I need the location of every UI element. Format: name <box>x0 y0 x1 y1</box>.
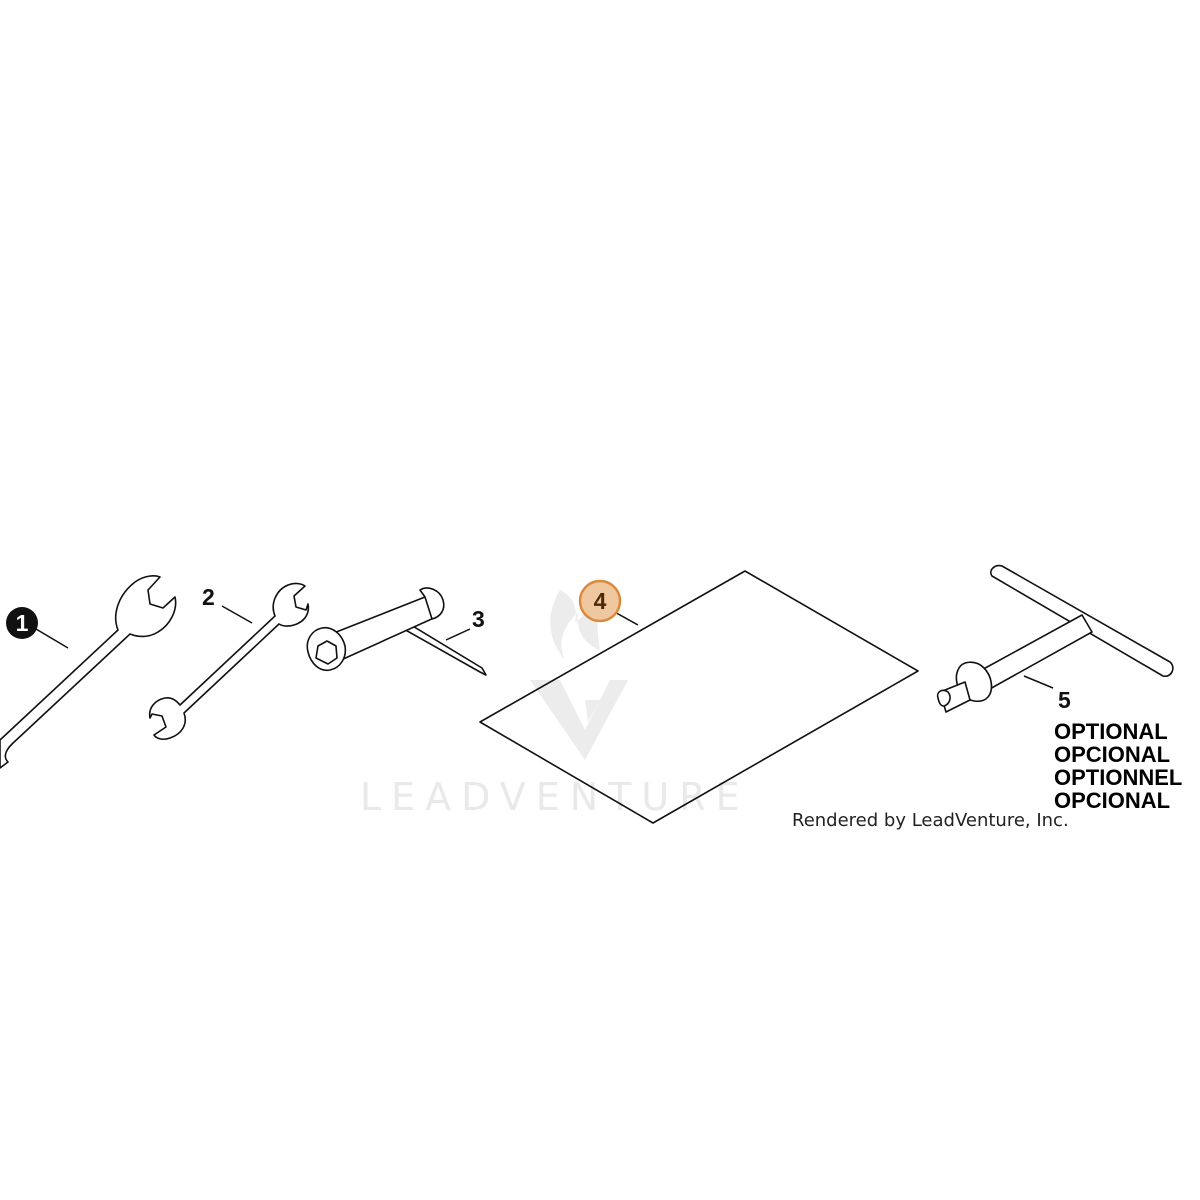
open-end-wrench-small <box>148 582 310 741</box>
watermark-text: LEADVENTURE <box>360 775 750 819</box>
optional-label-block: OPTIONAL OPCIONAL OPTIONNEL OPCIONAL <box>1054 719 1182 813</box>
part-number-1: 1 <box>16 610 29 636</box>
open-end-wrench-large <box>0 575 177 769</box>
part-number-5: 5 <box>1058 687 1071 713</box>
leader-line-1 <box>35 628 69 649</box>
optional-label-es: OPCIONAL <box>1054 742 1170 767</box>
optional-label-en: OPTIONAL <box>1054 719 1168 744</box>
optional-label-fr: OPTIONNEL <box>1054 765 1182 790</box>
t-handle-wrench <box>936 564 1174 713</box>
part-badge-circle <box>6 607 38 639</box>
render-credit: Rendered by LeadVenture, Inc. <box>792 810 1069 831</box>
part-number-2: 2 <box>202 584 215 610</box>
part-badge-4: 4 <box>578 579 622 623</box>
part-number-4: 4 <box>594 588 607 614</box>
optional-label-pt: OPCIONAL <box>1054 788 1170 813</box>
part-number-3: 3 <box>472 606 485 632</box>
watermark-logo <box>530 590 628 760</box>
leader-line-5 <box>1023 675 1054 689</box>
part-badge-circle-highlighted <box>578 579 622 623</box>
spark-plug-wrench <box>306 587 487 676</box>
leader-line-2 <box>221 605 253 624</box>
part-badge-1: 1 <box>6 607 38 639</box>
manual-sheet <box>479 570 919 824</box>
leader-line-3 <box>445 628 471 641</box>
